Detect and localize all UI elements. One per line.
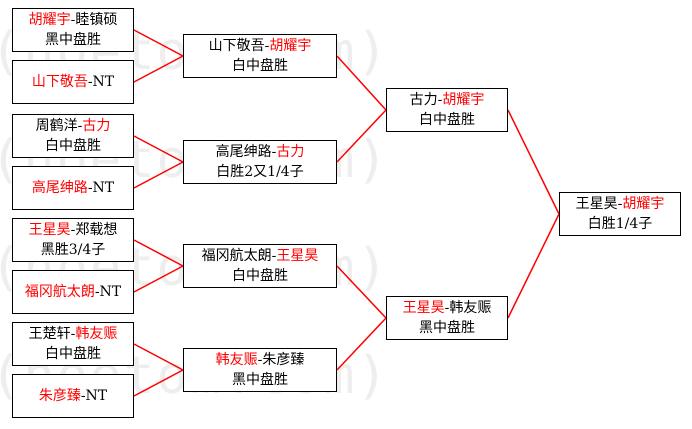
match-players: 山下敬吾-NT xyxy=(32,72,114,92)
match-box-round3-1: 古力-胡耀宇白中盘胜 xyxy=(386,88,508,132)
match-players: 王星昊-郑载想 xyxy=(29,220,118,240)
match-result: 白中盘胜 xyxy=(232,58,288,74)
winner-name: 胡耀宇 xyxy=(622,196,665,212)
winner-name: 古力 xyxy=(82,118,111,134)
connector-line xyxy=(336,55,387,111)
player-name: 王楚轩- xyxy=(28,326,76,342)
match-result: 黑中盘胜 xyxy=(45,32,101,48)
winner-name: 朱彦臻 xyxy=(38,388,81,404)
connector-line xyxy=(133,161,184,189)
match-box-round1-3: 周鹤洋-古力白中盘胜 xyxy=(12,114,134,158)
match-players: 山下敬吾-胡耀宇 xyxy=(209,36,312,56)
match-result: 白中盘胜 xyxy=(419,112,475,128)
connector-line xyxy=(133,369,184,397)
winner-name: 王星昊 xyxy=(28,222,71,238)
winner-name: 高尾绅路 xyxy=(31,180,88,196)
match-result: 白中盘胜 xyxy=(45,346,101,362)
winner-name: 福冈航太朗 xyxy=(24,284,95,300)
connector-line xyxy=(133,265,184,293)
winner-name: 胡耀宇 xyxy=(28,12,71,28)
connector-line xyxy=(133,29,184,57)
match-box-round1-5: 王星昊-郑载想黑胜3/4子 xyxy=(12,218,134,262)
match-box-round1-2: 山下敬吾-NT xyxy=(12,60,134,104)
player-name: 古力- xyxy=(409,92,443,108)
match-box-round2-4: 韩友赈-朱彦臻黑中盘胜 xyxy=(183,348,337,392)
match-result: 白中盘胜 xyxy=(232,268,288,284)
match-box-final-1: 王星昊-胡耀宇白胜1/4子 xyxy=(559,192,681,236)
match-result: 白胜2又1/4子 xyxy=(216,164,304,180)
player-name: -NT xyxy=(87,180,115,196)
match-box-round2-1: 山下敬吾-胡耀宇白中盘胜 xyxy=(183,34,337,78)
match-players: 福冈航太朗-NT xyxy=(25,282,121,302)
connector-line xyxy=(133,135,184,163)
connector-line xyxy=(507,213,560,319)
match-players: 福冈航太朗-王星昊 xyxy=(202,246,319,266)
winner-name: 胡耀宇 xyxy=(442,92,485,108)
match-result: 黑中盘胜 xyxy=(419,320,475,336)
match-players: 王星昊-韩友赈 xyxy=(403,298,492,318)
match-result: 黑胜3/4子 xyxy=(40,242,106,258)
connector-line xyxy=(336,265,387,319)
winner-name: 山下敬吾 xyxy=(31,74,88,90)
match-result: 黑中盘胜 xyxy=(232,372,288,388)
match-players: 高尾绅路-NT xyxy=(32,178,114,198)
match-players: 王星昊-胡耀宇 xyxy=(576,194,665,214)
match-box-round3-2: 王星昊-韩友赈黑中盘胜 xyxy=(386,296,508,340)
player-name: 周鹤洋- xyxy=(35,118,83,134)
connector-line xyxy=(336,109,387,163)
player-name: -NT xyxy=(80,388,108,404)
player-name: -NT xyxy=(87,74,115,90)
match-box-round2-2: 高尾绅路-古力白胜2又1/4子 xyxy=(183,140,337,184)
player-name: 山下敬吾- xyxy=(208,38,270,54)
match-box-round1-6: 福冈航太朗-NT xyxy=(12,270,134,314)
player-name: -NT xyxy=(94,284,122,300)
player-name: -韩友赈 xyxy=(444,300,492,316)
winner-name: 胡耀宇 xyxy=(269,38,312,54)
match-box-round1-8: 朱彦臻-NT xyxy=(12,374,134,418)
match-players: 高尾绅路-古力 xyxy=(216,142,305,162)
match-box-round1-4: 高尾绅路-NT xyxy=(12,166,134,210)
match-box-round1-1: 胡耀宇-睦镇硕黑中盘胜 xyxy=(12,8,134,52)
player-name: -郑载想 xyxy=(70,222,118,238)
winner-name: 韩友赈 xyxy=(75,326,118,342)
winner-name: 王星昊 xyxy=(402,300,445,316)
player-name: -睦镇硕 xyxy=(70,12,118,28)
connector-line xyxy=(133,239,184,267)
match-box-round2-3: 福冈航太朗-王星昊白中盘胜 xyxy=(183,244,337,288)
connector-line xyxy=(133,343,184,371)
winner-name: 古力 xyxy=(276,144,305,160)
player-name: 福冈航太朗- xyxy=(201,248,277,264)
match-players: 古力-胡耀宇 xyxy=(410,90,485,110)
connector-line xyxy=(507,109,560,215)
match-result: 白胜1/4子 xyxy=(587,216,653,232)
player-name: -朱彦臻 xyxy=(257,352,305,368)
match-result: 白中盘胜 xyxy=(45,138,101,154)
match-players: 胡耀宇-睦镇硕 xyxy=(29,10,118,30)
player-name: 王星昊- xyxy=(575,196,623,212)
match-players: 朱彦臻-NT xyxy=(39,386,107,406)
match-box-round1-7: 王楚轩-韩友赈白中盘胜 xyxy=(12,322,134,366)
match-players: 王楚轩-韩友赈 xyxy=(29,324,118,344)
match-players: 韩友赈-朱彦臻 xyxy=(216,350,305,370)
winner-name: 王星昊 xyxy=(276,248,319,264)
winner-name: 韩友赈 xyxy=(215,352,258,368)
connector-line xyxy=(133,55,184,83)
connector-line xyxy=(336,317,387,371)
match-players: 周鹤洋-古力 xyxy=(36,116,111,136)
player-name: 高尾绅路- xyxy=(215,144,277,160)
